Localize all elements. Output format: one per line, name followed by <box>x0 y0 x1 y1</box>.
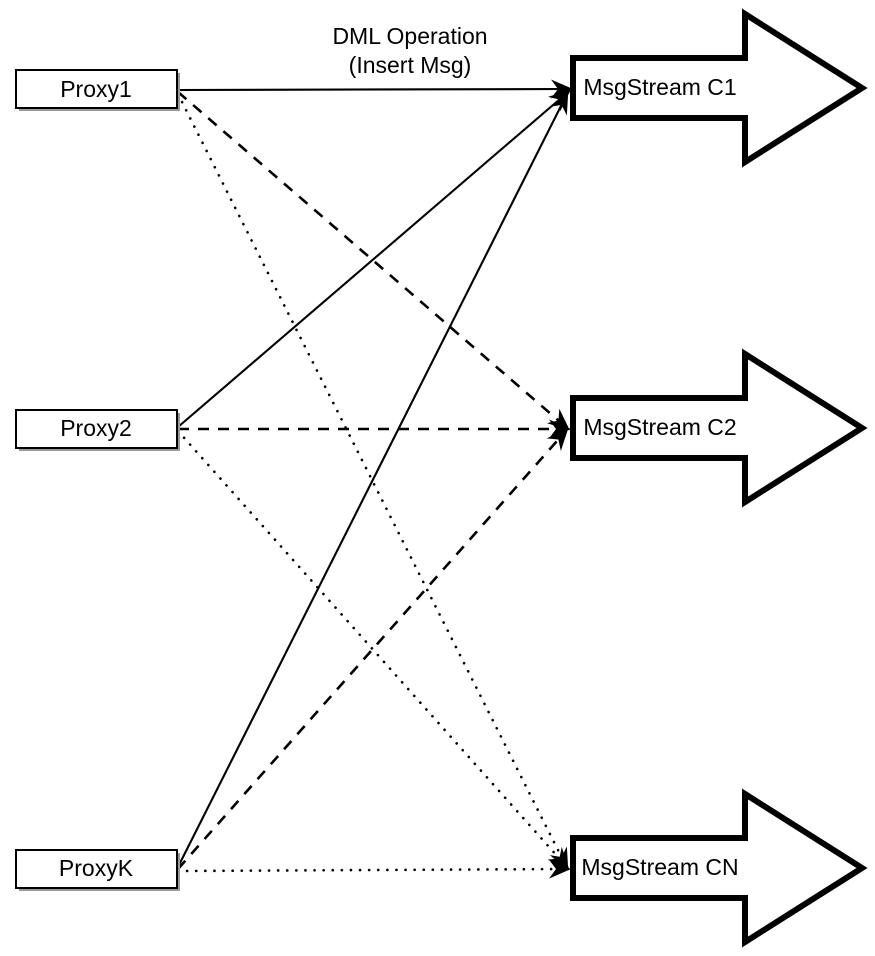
connection-p1-c2 <box>177 91 567 428</box>
stream-c1-label: MsgStream C1 <box>583 74 736 100</box>
proxyk-label: ProxyK <box>59 855 134 881</box>
stream-stream-cn[interactable]: MsgStream CN <box>570 788 868 948</box>
arrowhead-pk-c1 <box>549 91 569 116</box>
stream-stream-c2[interactable]: MsgStream C2 <box>570 348 868 508</box>
arrowhead-p2-cn <box>547 846 570 870</box>
streams-layer: MsgStream C1 MsgStream C2 MsgStream CN <box>570 8 868 948</box>
arrowhead-p2-c2 <box>549 419 571 439</box>
connection-p2-c1 <box>177 92 568 428</box>
connection-pk-cn <box>176 867 568 873</box>
proxy1-label: Proxy1 <box>60 76 132 102</box>
stream-c2-label: MsgStream C2 <box>583 414 736 440</box>
annotation-line-1: DML Operation <box>332 23 487 49</box>
dml-operation-annotation: DML Operation (Insert Msg) <box>332 23 487 78</box>
connection-pk-c1 <box>177 95 567 868</box>
arrowheads-layer <box>546 79 573 879</box>
proxyk-box <box>15 849 178 889</box>
connection-p2-cn <box>176 429 568 868</box>
arrowhead-pk-c2 <box>546 428 569 452</box>
proxy2-label: Proxy2 <box>60 415 132 441</box>
arrowhead-p1-c2 <box>546 408 570 431</box>
connections-layer <box>176 87 569 873</box>
proxy-proxyk[interactable]: ProxyK <box>15 849 180 891</box>
proxy-proxy2[interactable]: Proxy2 <box>15 409 180 451</box>
proxy-proxy1[interactable]: Proxy1 <box>15 69 180 111</box>
stream-cn-shape <box>570 788 868 948</box>
connection-p1-c1 <box>177 87 569 92</box>
proxy2-box <box>15 409 178 449</box>
connection-pk-c2 <box>177 431 566 870</box>
stream-stream-c1[interactable]: MsgStream C1 <box>570 8 868 168</box>
stream-c1-shape <box>570 8 868 168</box>
stream-c2-shape <box>570 348 868 508</box>
proxy1-box <box>15 69 178 109</box>
connection-p1-cn <box>176 92 568 868</box>
stream-cn-label: MsgStream CN <box>581 854 738 880</box>
arrowhead-pk-cn <box>548 859 571 879</box>
arrowhead-p1-c1 <box>550 79 573 99</box>
annotation-line-2: (Insert Msg) <box>349 52 472 78</box>
